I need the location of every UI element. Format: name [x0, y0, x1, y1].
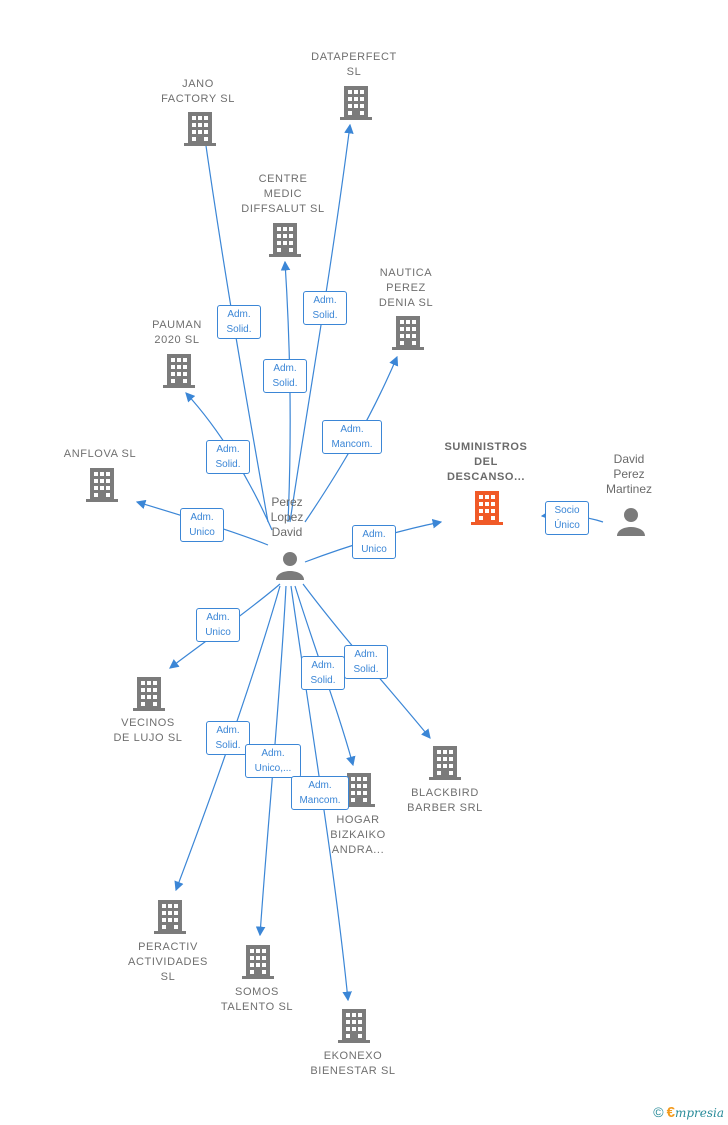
relation-label-martinez: Socio Único: [545, 501, 589, 535]
company-label-vecinos[interactable]: VECINOS DE LUJO SL: [113, 717, 183, 744]
vecinos-building-icon: [133, 677, 165, 711]
relation-label-jano: Adm. Solid.: [217, 305, 261, 339]
relation-label-blackbird: Adm. Solid.: [344, 645, 388, 679]
edge-jano: [199, 123, 269, 523]
blackbird-building-icon: [429, 746, 461, 780]
company-label-jano[interactable]: JANO FACTORY SL: [161, 78, 235, 105]
copyright-icon: ©: [653, 1104, 664, 1120]
brand-name: mpresia: [674, 1106, 724, 1120]
pauman-building-icon: [163, 354, 195, 388]
relation-label-peractiv: Adm. Solid.: [206, 721, 250, 755]
company-label-centre[interactable]: CENTRE MEDIC DIFFSALUT SL: [241, 173, 325, 215]
company-label-anflova[interactable]: ANFLOVA SL: [63, 448, 137, 460]
edge-dataperfect: [289, 123, 354, 523]
company-label-nautica[interactable]: NAUTICA PEREZ DENIA SL: [378, 267, 434, 309]
suministros-building-icon: [471, 491, 503, 525]
relation-label-hogar: Adm. Solid.: [301, 656, 345, 690]
relation-label-nautica: Adm. Mancom.: [322, 420, 382, 454]
relation-label-centre: Adm. Solid.: [263, 359, 307, 393]
company-label-blackbird[interactable]: BLACKBIRD BARBER SRL: [407, 787, 483, 814]
perez-martinez-person-icon: [617, 508, 645, 536]
somos-building-icon: [242, 945, 274, 979]
anflova-building-icon: [86, 468, 118, 502]
company-label-dataperfect[interactable]: DATAPERFECT SL: [311, 51, 397, 78]
brand-initial: €: [666, 1104, 675, 1121]
peractiv-building-icon: [154, 900, 186, 934]
person-label-perez-martinez[interactable]: David Perez Martinez: [605, 452, 653, 496]
footer-brand: ©€mpresia: [653, 1104, 724, 1121]
dataperfect-building-icon: [340, 86, 372, 120]
nautica-building-icon: [392, 316, 424, 350]
company-label-pauman[interactable]: PAUMAN 2020 SL: [152, 319, 202, 346]
buildings: [86, 86, 503, 1043]
perez-lopez-person-icon: [276, 552, 304, 580]
relation-label-vecinos: Adm. Unico: [196, 608, 240, 642]
ekonexo-building-icon: [338, 1009, 370, 1043]
company-label-somos[interactable]: SOMOS TALENTO SL: [220, 986, 294, 1013]
relation-label-anflova: Adm. Unico: [180, 508, 224, 542]
company-label-hogar[interactable]: HOGAR BIZKAIKO ANDRA...: [330, 814, 386, 856]
company-label-suministros[interactable]: SUMINISTROS DEL DESCANSO...: [444, 441, 528, 483]
person-label-perez-lopez[interactable]: Perez Lopez David: [270, 495, 304, 539]
relation-label-suministros: Adm. Unico: [352, 525, 396, 559]
jano-building-icon: [184, 112, 216, 146]
edges: [135, 123, 604, 1002]
relation-label-dataperfect: Adm. Solid.: [303, 291, 347, 325]
centre-building-icon: [269, 223, 301, 257]
relation-label-ekonexo: Adm. Mancom.: [291, 776, 349, 810]
relation-label-pauman: Adm. Solid.: [206, 440, 250, 474]
company-label-peractiv[interactable]: PERACTIV ACTIVIDADES SL: [128, 941, 208, 983]
relation-label-somos: Adm. Unico,...: [245, 744, 301, 778]
company-label-ekonexo[interactable]: EKONEXO BIENESTAR SL: [310, 1050, 396, 1077]
